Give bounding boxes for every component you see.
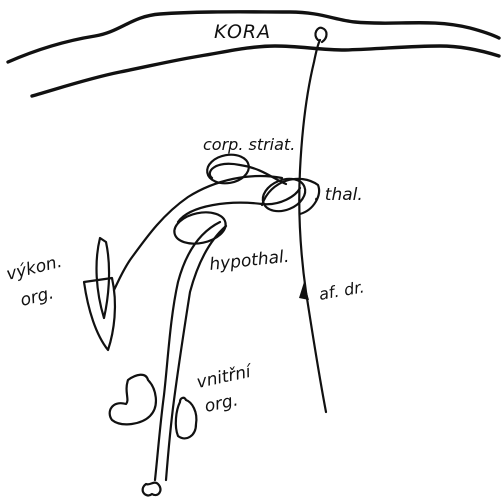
- afferent-arrowhead: [299, 282, 309, 300]
- striatum-label: corp. striat.: [203, 135, 295, 154]
- internal-organ-group: vnitřní org.: [110, 361, 255, 495]
- hypothalamus-group: hypothal.: [171, 208, 290, 275]
- cortex-inner-line: [32, 46, 499, 96]
- thalamus-group: . thal.: [258, 173, 363, 217]
- internal-organ-small: [176, 398, 197, 439]
- effector-organ-lower: [84, 278, 115, 350]
- afferent-label: af. dr.: [317, 277, 365, 304]
- thalamus-to-effector-pathway: [114, 176, 282, 290]
- internal-organ-bottom: [143, 483, 161, 496]
- cortex-label: KORA: [214, 21, 271, 43]
- effector-organ-group: výkon. org.: [4, 238, 115, 350]
- internal-label-line2: org.: [203, 390, 240, 417]
- internal-organ-large: [110, 375, 156, 425]
- cortex-band: KORA: [8, 12, 499, 96]
- hypothalamus-oval: [171, 208, 228, 248]
- internal-label-line1: vnitřní: [195, 361, 255, 392]
- afferent-pathway-line: [299, 40, 326, 412]
- hypothalamus-label: hypothal.: [208, 247, 290, 275]
- effector-label-line2: org.: [18, 283, 55, 311]
- afferent-pathway-group: af. dr.: [299, 28, 366, 412]
- effector-label-line1: výkon.: [4, 252, 64, 285]
- thalamus-label: . thal.: [314, 185, 363, 205]
